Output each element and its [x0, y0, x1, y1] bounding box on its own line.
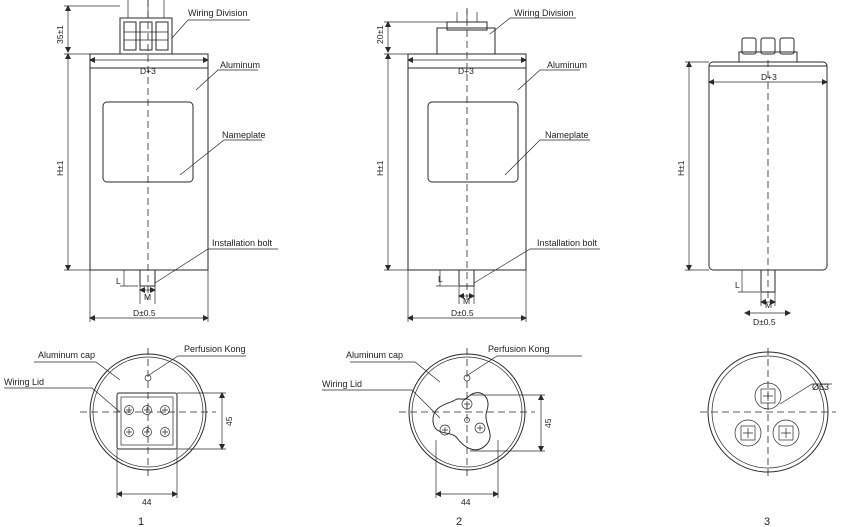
perfusion-kong-label-2: Perfusion Kong	[488, 344, 550, 354]
wiring-lid-label-2: Wiring Lid	[322, 379, 362, 389]
height-dim-2: H±1	[375, 160, 385, 176]
bolt-length-dim-2: L	[438, 274, 443, 284]
height-dim-1: H±1	[55, 160, 65, 176]
bottom-width-dim-3: D±0.5	[753, 317, 776, 327]
aluminum-label-1: Aluminum	[220, 60, 260, 70]
bolt-dim-2: M	[463, 296, 470, 306]
nameplate-label-1: Nameplate	[222, 130, 266, 140]
bolt-length-dim-1: L	[116, 276, 121, 286]
figure-number-3: 3	[764, 516, 770, 527]
width-top-dim-1: D+3	[140, 66, 156, 76]
bottom-width-dim-1: D±0.5	[133, 308, 156, 318]
nameplate-label-2: Nameplate	[545, 130, 589, 140]
height-dim-3: H±1	[676, 160, 686, 176]
installation-bolt-label-1: Installation bolt	[212, 238, 273, 248]
bolt-dim-1: M	[144, 292, 151, 302]
aluminum-cap-label-1: Aluminum cap	[38, 350, 95, 360]
perfusion-kong-label-1: Perfusion Kong	[184, 344, 246, 354]
figure-number-2: 2	[456, 516, 462, 527]
bolt-length-dim-3: L	[735, 280, 740, 290]
figure-1-top	[4, 348, 246, 498]
top-height-dim-2: 20±1	[375, 25, 385, 44]
lid-width-dim-1: 44	[142, 497, 152, 507]
diameter-dim-3: Ø63	[812, 382, 829, 392]
lid-height-dim-2: 45	[543, 418, 553, 428]
bottom-width-dim-2: D±0.5	[451, 308, 474, 318]
figure-1-side	[64, 0, 278, 322]
wiring-lid-label-1: Wiring Lid	[4, 377, 44, 387]
wiring-division-label-2: Wiring Division	[514, 8, 574, 18]
aluminum-cap-label-2: Aluminum cap	[346, 350, 403, 360]
wiring-division-label-1: Wiring Division	[188, 8, 248, 18]
figure-3-top	[700, 348, 836, 478]
figure-2-side	[384, 8, 600, 322]
top-height-dim-1: 35±1	[55, 25, 65, 44]
figure-2-top	[322, 348, 582, 498]
width-top-dim-2: D+3	[458, 66, 474, 76]
bolt-dim-3: M	[765, 300, 772, 310]
figure-3-side	[685, 37, 828, 316]
aluminum-label-2: Aluminum	[547, 60, 587, 70]
lid-width-dim-2: 44	[461, 497, 471, 507]
figure-number-1: 1	[138, 516, 144, 527]
width-top-dim-3: D+3	[761, 72, 777, 82]
lid-height-dim-1: 45	[224, 416, 234, 426]
installation-bolt-label-2: Installation bolt	[537, 238, 598, 248]
